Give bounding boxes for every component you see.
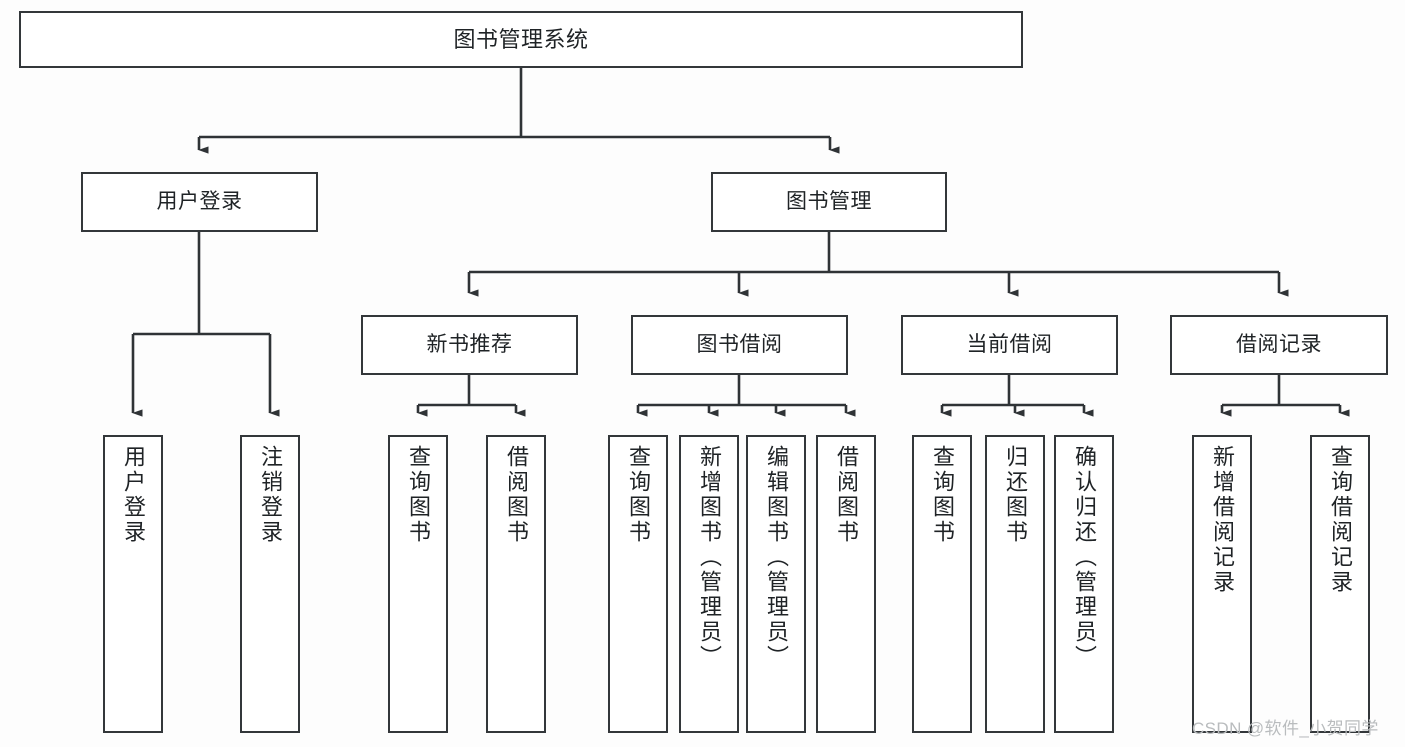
node-current-borrow[interactable]: 当前借阅 (901, 315, 1118, 375)
node-book-manage-label: 图书管理 (786, 189, 872, 213)
node-book-borrow[interactable]: 图书借阅 (631, 315, 848, 375)
node-leaf-query-book-2[interactable]: 查询图书 (608, 435, 668, 733)
node-leaf-logout[interactable]: 注销登录 (240, 435, 300, 733)
node-leaf-confirm-return[interactable]: 确认归还（管理员） (1054, 435, 1114, 733)
node-leaf-add-book-label: 新增图书（管理员） (697, 445, 722, 670)
node-leaf-add-record-label: 新增借阅记录 (1210, 445, 1235, 595)
node-borrow-record-label: 借阅记录 (1236, 332, 1322, 356)
node-borrow-record[interactable]: 借阅记录 (1170, 315, 1388, 375)
node-leaf-user-login[interactable]: 用户登录 (103, 435, 163, 733)
node-leaf-borrow-book-1[interactable]: 借阅图书 (486, 435, 546, 733)
node-user-login-label: 用户登录 (156, 189, 243, 213)
node-leaf-query-record-label: 查询借阅记录 (1328, 445, 1353, 595)
node-book-borrow-label: 图书借阅 (696, 332, 783, 356)
node-leaf-borrow-book-2-label: 借阅图书 (834, 445, 859, 545)
node-new-book-recommend[interactable]: 新书推荐 (361, 315, 578, 375)
node-user-login[interactable]: 用户登录 (81, 172, 318, 232)
node-leaf-borrow-book-2[interactable]: 借阅图书 (816, 435, 876, 733)
node-leaf-edit-book-label: 编辑图书（管理员） (764, 445, 789, 670)
node-book-manage[interactable]: 图书管理 (711, 172, 947, 232)
node-leaf-query-record[interactable]: 查询借阅记录 (1310, 435, 1370, 733)
node-leaf-add-record[interactable]: 新增借阅记录 (1192, 435, 1252, 733)
watermark: CSDN @软件_小贺同学 (1192, 719, 1379, 738)
node-leaf-return-book[interactable]: 归还图书 (985, 435, 1045, 733)
node-root-label: 图书管理系统 (453, 26, 589, 52)
node-leaf-query-book-3-label: 查询图书 (930, 445, 955, 545)
node-current-borrow-label: 当前借阅 (966, 332, 1053, 356)
node-leaf-confirm-return-label: 确认归还（管理员） (1072, 445, 1097, 670)
node-leaf-query-book-3[interactable]: 查询图书 (912, 435, 972, 733)
node-root[interactable]: 图书管理系统 (19, 11, 1023, 68)
node-leaf-query-book-1[interactable]: 查询图书 (388, 435, 448, 733)
node-leaf-user-login-label: 用户登录 (121, 445, 146, 545)
node-leaf-return-book-label: 归还图书 (1003, 445, 1028, 545)
node-leaf-borrow-book-1-label: 借阅图书 (504, 445, 529, 545)
node-leaf-logout-label: 注销登录 (258, 445, 283, 545)
node-leaf-query-book-2-label: 查询图书 (626, 445, 651, 545)
node-new-book-recommend-label: 新书推荐 (426, 332, 513, 356)
node-leaf-query-book-1-label: 查询图书 (406, 445, 431, 545)
node-leaf-edit-book[interactable]: 编辑图书（管理员） (746, 435, 806, 733)
node-leaf-add-book[interactable]: 新增图书（管理员） (679, 435, 739, 733)
